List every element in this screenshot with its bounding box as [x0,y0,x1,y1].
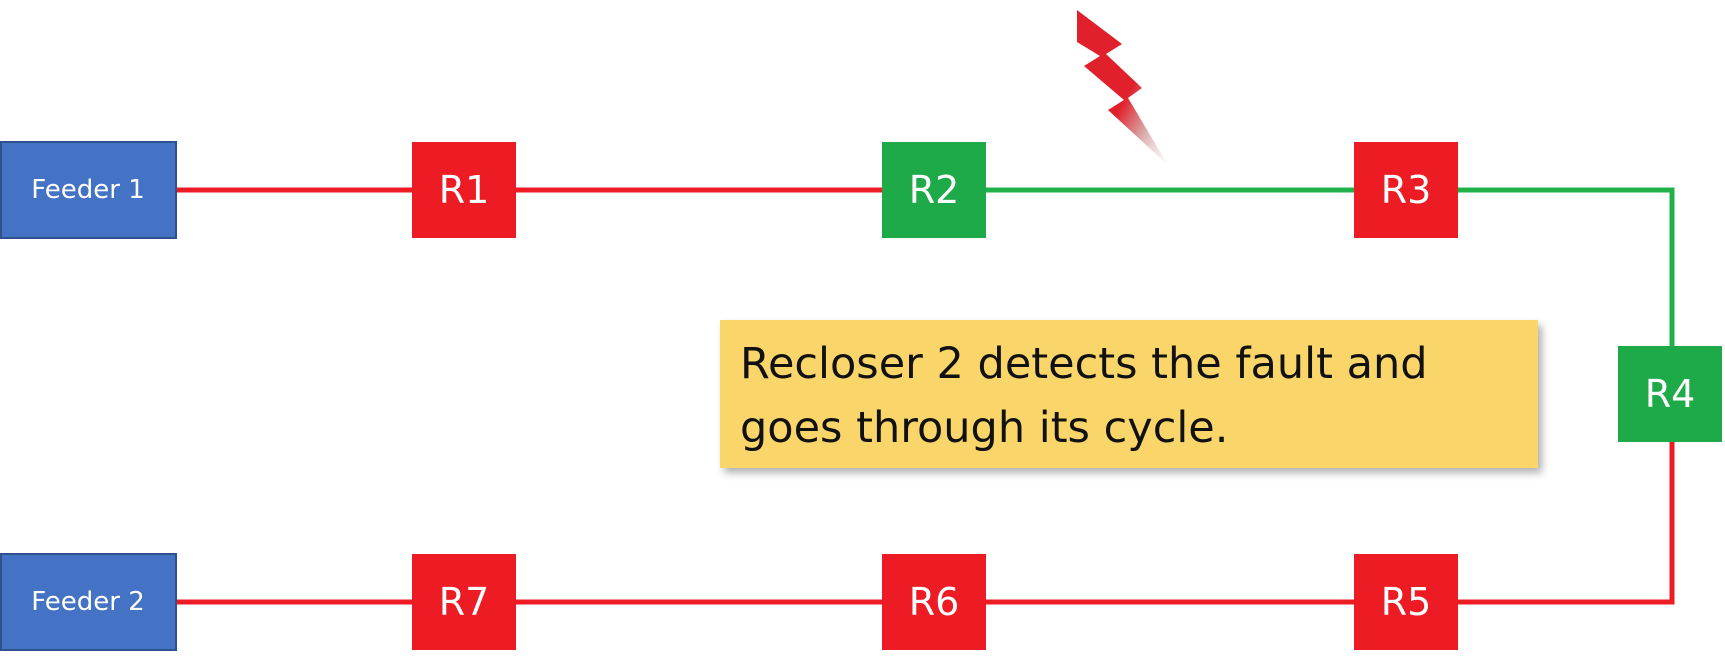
recloser-r1-label: R1 [439,168,490,212]
recloser-r1: R1 [412,142,516,238]
lightning-bolt-icon [1077,10,1168,165]
note-callout: Recloser 2 detects the fault and goes th… [720,320,1538,468]
recloser-r4-label: R4 [1645,372,1696,416]
recloser-r7: R7 [412,554,516,650]
line-r4-r5 [1458,442,1675,605]
recloser-r5: R5 [1354,554,1458,650]
recloser-r3-label: R3 [1381,168,1432,212]
recloser-r3: R3 [1354,142,1458,238]
feeder-1-box: Feeder 1 [0,141,177,239]
line-r3-r4 [1458,187,1675,346]
recloser-r4: R4 [1618,346,1722,442]
recloser-r2-label: R2 [909,168,960,212]
recloser-r2: R2 [882,142,986,238]
recloser-r5-label: R5 [1381,580,1432,624]
recloser-r6-label: R6 [909,580,960,624]
recloser-r7-label: R7 [439,580,490,624]
feeder-2-box: Feeder 2 [0,553,177,651]
recloser-r6: R6 [882,554,986,650]
note-line-1: Recloser 2 detects the fault and [740,339,1428,389]
feeder-1-label: Feeder 1 [31,175,145,205]
feeder-2-label: Feeder 2 [31,587,145,617]
note-line-2: goes through its cycle. [740,403,1228,453]
